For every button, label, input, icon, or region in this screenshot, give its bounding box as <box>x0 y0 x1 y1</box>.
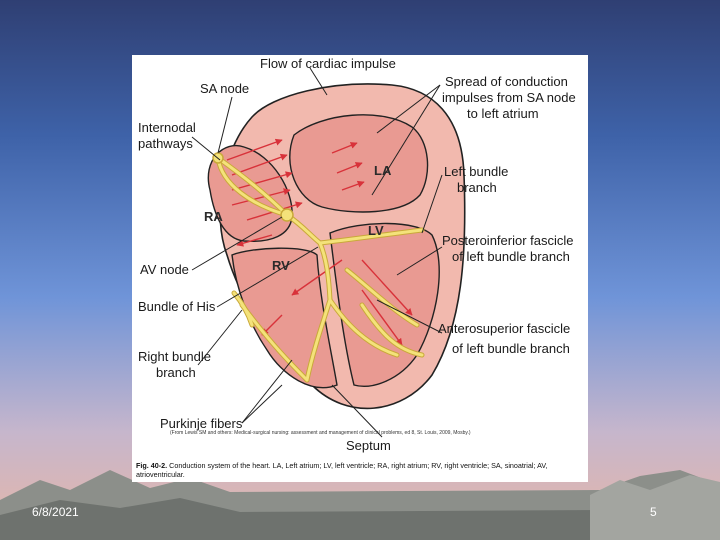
source-note: (From Lewis SM and others: Medical-surgi… <box>170 430 580 436</box>
caption-text: Conduction system of the heart. LA, Left… <box>136 461 547 479</box>
chamber-lv: LV <box>368 223 384 238</box>
chamber-la: LA <box>374 163 392 178</box>
label-av-node: AV node <box>140 262 189 277</box>
label-spread-1: Spread of conduction <box>445 74 568 89</box>
slide-date: 6/8/2021 <box>32 505 79 519</box>
label-left-bundle-1: Left bundle <box>444 164 508 179</box>
label-bundle-his: Bundle of His <box>138 299 216 314</box>
label-flow: Flow of cardiac impulse <box>260 56 396 71</box>
conduction-diagram-figure: RA LA RV LV Flow of cardiac impulse SA n… <box>132 55 588 482</box>
chamber-ra: RA <box>204 209 223 224</box>
caption-fig-number: Fig. 40-2. <box>136 461 167 470</box>
heart-diagram: RA LA RV LV Flow of cardiac impulse SA n… <box>132 55 588 482</box>
label-posteroinferior-1: Posteroinferior fascicle <box>442 233 574 248</box>
label-purkinje: Purkinje fibers <box>160 416 243 431</box>
label-anterosuperior-2: of left bundle branch <box>452 341 570 356</box>
label-sa-node: SA node <box>200 81 249 96</box>
label-posteroinferior-2: of left bundle branch <box>452 249 570 264</box>
left-atrium-chamber <box>290 115 428 212</box>
label-septum: Septum <box>346 438 391 453</box>
label-spread-2: impulses from SA node <box>442 90 576 105</box>
slide-page-number: 5 <box>650 505 657 519</box>
label-spread-3: to left atrium <box>467 106 539 121</box>
label-anterosuperior-1: Anterosuperior fascicle <box>438 321 570 336</box>
label-internodal-1: Internodal <box>138 120 196 135</box>
label-right-bundle-1: Right bundle <box>138 349 211 364</box>
label-left-bundle-2: branch <box>457 180 497 195</box>
av-node-marker <box>281 209 293 221</box>
figure-caption: Fig. 40-2. Conduction system of the hear… <box>136 461 586 479</box>
label-right-bundle-2: branch <box>156 365 196 380</box>
label-internodal-2: pathways <box>138 136 193 151</box>
